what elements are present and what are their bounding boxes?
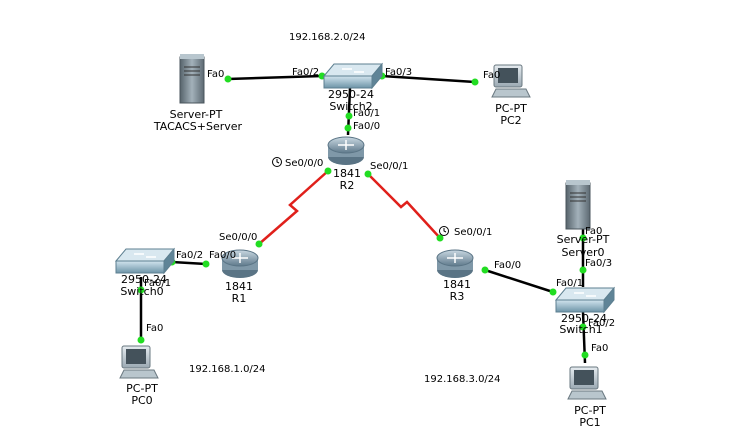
network-label-top: 192.168.2.0/24 <box>289 32 366 43</box>
port-label: Se0/0/0 <box>219 232 257 243</box>
device-name-label: Server0 <box>561 246 604 259</box>
port-label: Fa0/1 <box>556 278 583 289</box>
server-icon[interactable] <box>179 54 205 104</box>
clock-icon <box>439 226 449 236</box>
port-label: Fa0 <box>591 343 608 354</box>
device-type-label: PC-PT <box>495 102 527 115</box>
pc-icon[interactable] <box>567 366 607 400</box>
port-label: Fa0 <box>207 69 224 80</box>
port-label: Fa0/0 <box>353 121 380 132</box>
server-icon[interactable] <box>565 180 591 230</box>
pc-icon[interactable] <box>119 345 159 379</box>
link-r2-r3-serial[interactable] <box>367 173 441 239</box>
device-model-label: 1841 <box>333 167 361 180</box>
device-model-label: 2950-24 <box>121 273 167 286</box>
device-model-label: 2950-24 <box>561 312 607 325</box>
link-tacacs-switch2[interactable] <box>227 74 323 81</box>
network-label-left: 192.168.1.0/24 <box>189 364 266 375</box>
port-label: Fa0/0 <box>209 250 236 261</box>
link-up-dot <box>345 112 353 120</box>
device-name-label: Switch1 <box>559 323 602 336</box>
device-model-label: 2950-24 <box>328 88 374 101</box>
link-up-dot <box>324 167 332 175</box>
port-label: Se0/0/1 <box>454 227 492 238</box>
link-up-dot <box>436 234 444 242</box>
link-up-dot <box>579 234 587 242</box>
port-label: Fa0 <box>146 323 163 334</box>
device-name-label: PC2 <box>500 114 521 127</box>
device-type-label: Server-PT <box>170 108 223 121</box>
link-up-dot <box>224 75 232 83</box>
link-up-dot <box>581 351 589 359</box>
link-up-dot <box>137 336 145 344</box>
device-type-label: PC-PT <box>126 382 158 395</box>
router-icon[interactable] <box>327 136 365 165</box>
port-label: Fa0/3 <box>585 258 612 269</box>
switch-icon[interactable] <box>322 62 384 90</box>
device-name-label: R3 <box>450 290 465 303</box>
pc-icon[interactable] <box>491 64 531 98</box>
link-up-dot <box>471 78 479 86</box>
router-icon[interactable] <box>436 249 474 278</box>
device-name-label: Switch2 <box>329 100 372 113</box>
router-icon[interactable] <box>221 249 259 278</box>
link-up-dot <box>579 266 587 274</box>
link-up-dot <box>137 286 145 294</box>
port-label: Fa0 <box>483 70 500 81</box>
link-up-dot <box>481 266 489 274</box>
link-up-dot <box>202 260 210 268</box>
link-up-dot <box>344 124 352 132</box>
link-up-dot <box>255 240 263 248</box>
port-label: Fa0/2 <box>292 67 319 78</box>
port-label: Fa0/2 <box>176 250 203 261</box>
device-name-label: Switch0 <box>120 285 163 298</box>
switch-icon[interactable] <box>114 247 176 275</box>
clock-icon <box>272 157 282 167</box>
port-label: Fa0 <box>585 226 602 237</box>
port-label: Fa0/2 <box>588 318 615 329</box>
port-label: Se0/0/1 <box>370 161 408 172</box>
link-switch2-pc2[interactable] <box>381 74 476 84</box>
link-up-dot <box>549 288 557 296</box>
port-label: Se0/0/0 <box>285 158 323 169</box>
device-model-label: 1841 <box>443 278 471 291</box>
device-name-label: TACACS+Server <box>153 120 243 133</box>
device-name-label: R1 <box>232 292 247 305</box>
device-name-label: R2 <box>340 179 355 192</box>
port-label: Fa0/1 <box>144 278 171 289</box>
link-up-dot <box>364 170 372 178</box>
switch-icon[interactable] <box>554 286 616 314</box>
link-r3-switch1[interactable] <box>484 268 554 294</box>
port-label: Fa0/1 <box>353 108 380 119</box>
port-label: Fa0/0 <box>494 260 521 271</box>
device-name-label: PC1 <box>579 416 600 429</box>
link-r2-r1-serial[interactable] <box>258 170 329 245</box>
device-type-label: Server-PT <box>557 233 610 246</box>
device-type-label: PC-PT <box>574 404 606 417</box>
link-up-dot <box>579 323 587 331</box>
device-name-label: PC0 <box>131 394 152 407</box>
link-r1-switch0[interactable] <box>171 260 207 266</box>
device-model-label: 1841 <box>225 280 253 293</box>
network-label-right: 192.168.3.0/24 <box>424 374 501 385</box>
port-label: Fa0/3 <box>385 67 412 78</box>
